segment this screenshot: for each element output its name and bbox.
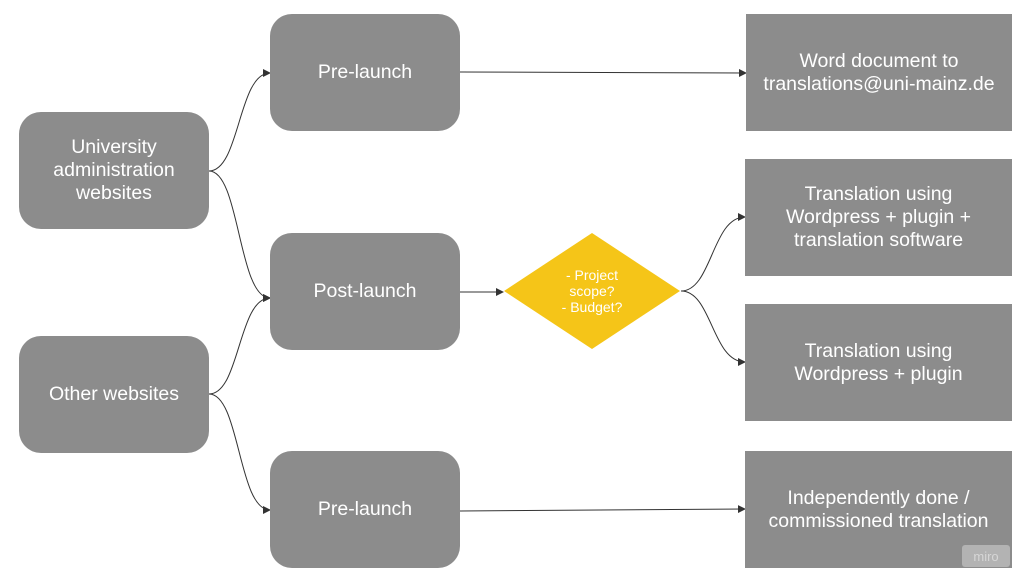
node-pre-launch-top[interactable]: Pre-launch xyxy=(270,14,460,131)
node-other-websites[interactable]: Other websites xyxy=(19,336,209,453)
node-word-document[interactable]: Word document to translations@uni-mainz.… xyxy=(746,14,1012,131)
connector-other-to-prelaunch-bottom xyxy=(208,393,271,514)
node-label: Word document to translations@uni-mainz.… xyxy=(763,49,995,95)
miro-watermark: miro xyxy=(962,545,1010,567)
decision-label: - Project scope? - Budget? xyxy=(561,267,623,315)
connector-decision-to-wp-plugin-software xyxy=(680,213,746,292)
connector-other-to-postlaunch xyxy=(208,294,271,395)
node-label: Post-launch xyxy=(313,280,417,302)
connector-university-to-postlaunch xyxy=(208,170,271,302)
node-translation-wp-plugin[interactable]: Translation using Wordpress + plugin xyxy=(745,304,1012,421)
node-pre-launch-bottom[interactable]: Pre-launch xyxy=(270,451,460,568)
node-label: University administration websites xyxy=(53,136,175,204)
connector-prelaunch-bottom-to-independent xyxy=(459,505,746,514)
node-post-launch[interactable]: Post-launch xyxy=(270,233,460,350)
node-university-admin-websites[interactable]: University administration websites xyxy=(19,112,209,229)
node-label: Independently done / commissioned transl… xyxy=(768,486,989,532)
decision-diamond[interactable]: - Project scope? - Budget? xyxy=(503,232,681,350)
node-label: Other websites xyxy=(48,383,180,405)
connector-prelaunch-top-to-word-doc xyxy=(459,68,747,77)
node-label: Translation using Wordpress + plugin xyxy=(794,339,963,385)
diamond-shape xyxy=(504,233,680,349)
node-label: Pre-launch xyxy=(317,61,413,83)
connector-decision-to-wp-plugin xyxy=(680,290,746,366)
node-translation-wp-plugin-software[interactable]: Translation using Wordpress + plugin + t… xyxy=(745,159,1012,276)
node-label: Translation using Wordpress + plugin + t… xyxy=(786,183,971,251)
node-label: Pre-launch xyxy=(317,498,413,520)
connector-university-to-prelaunch-top xyxy=(208,69,271,172)
